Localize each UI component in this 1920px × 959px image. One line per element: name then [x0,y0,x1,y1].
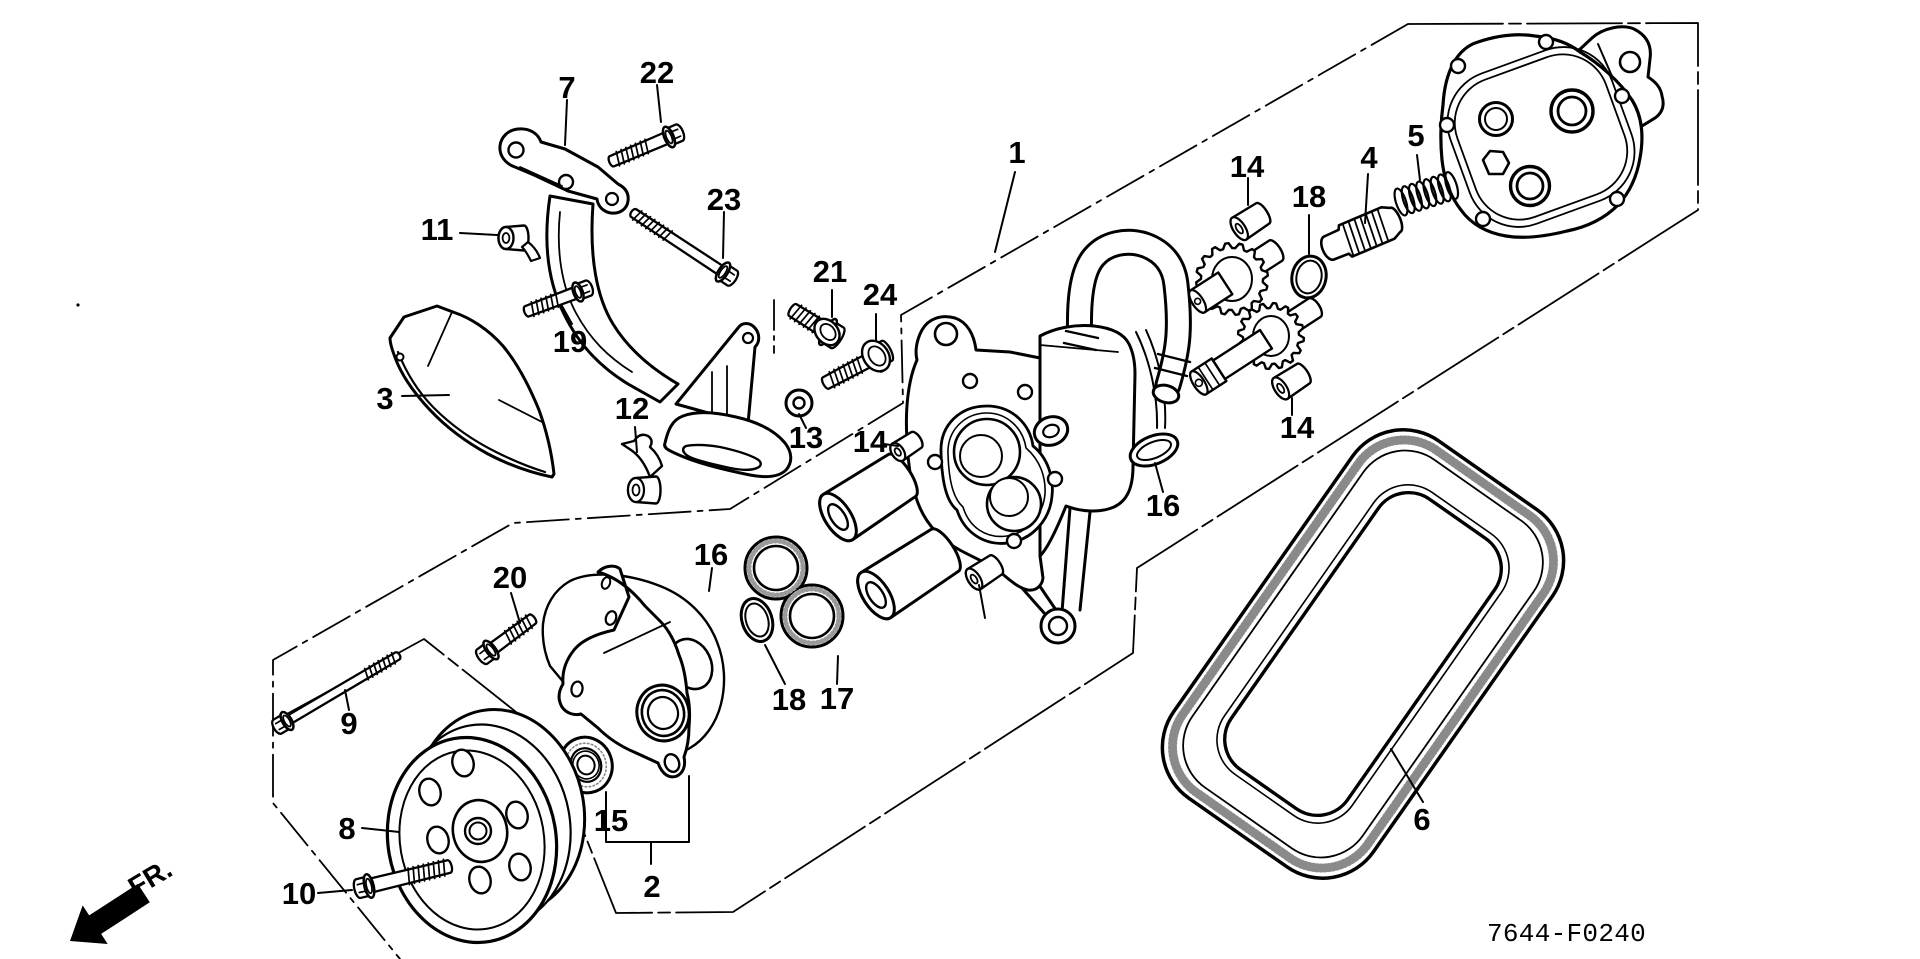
svg-text:18: 18 [1292,179,1326,214]
svg-text:24: 24 [863,277,898,312]
svg-text:10: 10 [282,876,316,911]
svg-text:23: 23 [707,182,741,217]
svg-text:13: 13 [789,420,823,455]
svg-text:5: 5 [1407,118,1424,153]
svg-text:14: 14 [1230,149,1265,184]
svg-text:22: 22 [640,55,674,90]
svg-text:11: 11 [421,212,454,247]
svg-text:2: 2 [643,869,660,904]
svg-text:16: 16 [694,537,728,572]
svg-text:3: 3 [376,381,393,416]
svg-text:7644-F0240: 7644-F0240 [1487,919,1646,949]
svg-text:17: 17 [820,681,854,716]
svg-text:21: 21 [813,254,847,289]
svg-text:20: 20 [493,560,527,595]
svg-text:18: 18 [772,682,806,717]
svg-text:1: 1 [1008,135,1025,170]
svg-text:15: 15 [594,803,628,838]
svg-text:4: 4 [1360,140,1378,175]
svg-text:8: 8 [338,811,355,846]
svg-text:14: 14 [1280,410,1315,445]
svg-text:16: 16 [1146,488,1180,523]
svg-text:9: 9 [340,706,357,741]
svg-text:14: 14 [853,424,888,459]
svg-text:7: 7 [558,70,575,105]
svg-text:6: 6 [1413,802,1430,837]
svg-text:19: 19 [553,324,587,359]
svg-text:12: 12 [615,391,649,426]
